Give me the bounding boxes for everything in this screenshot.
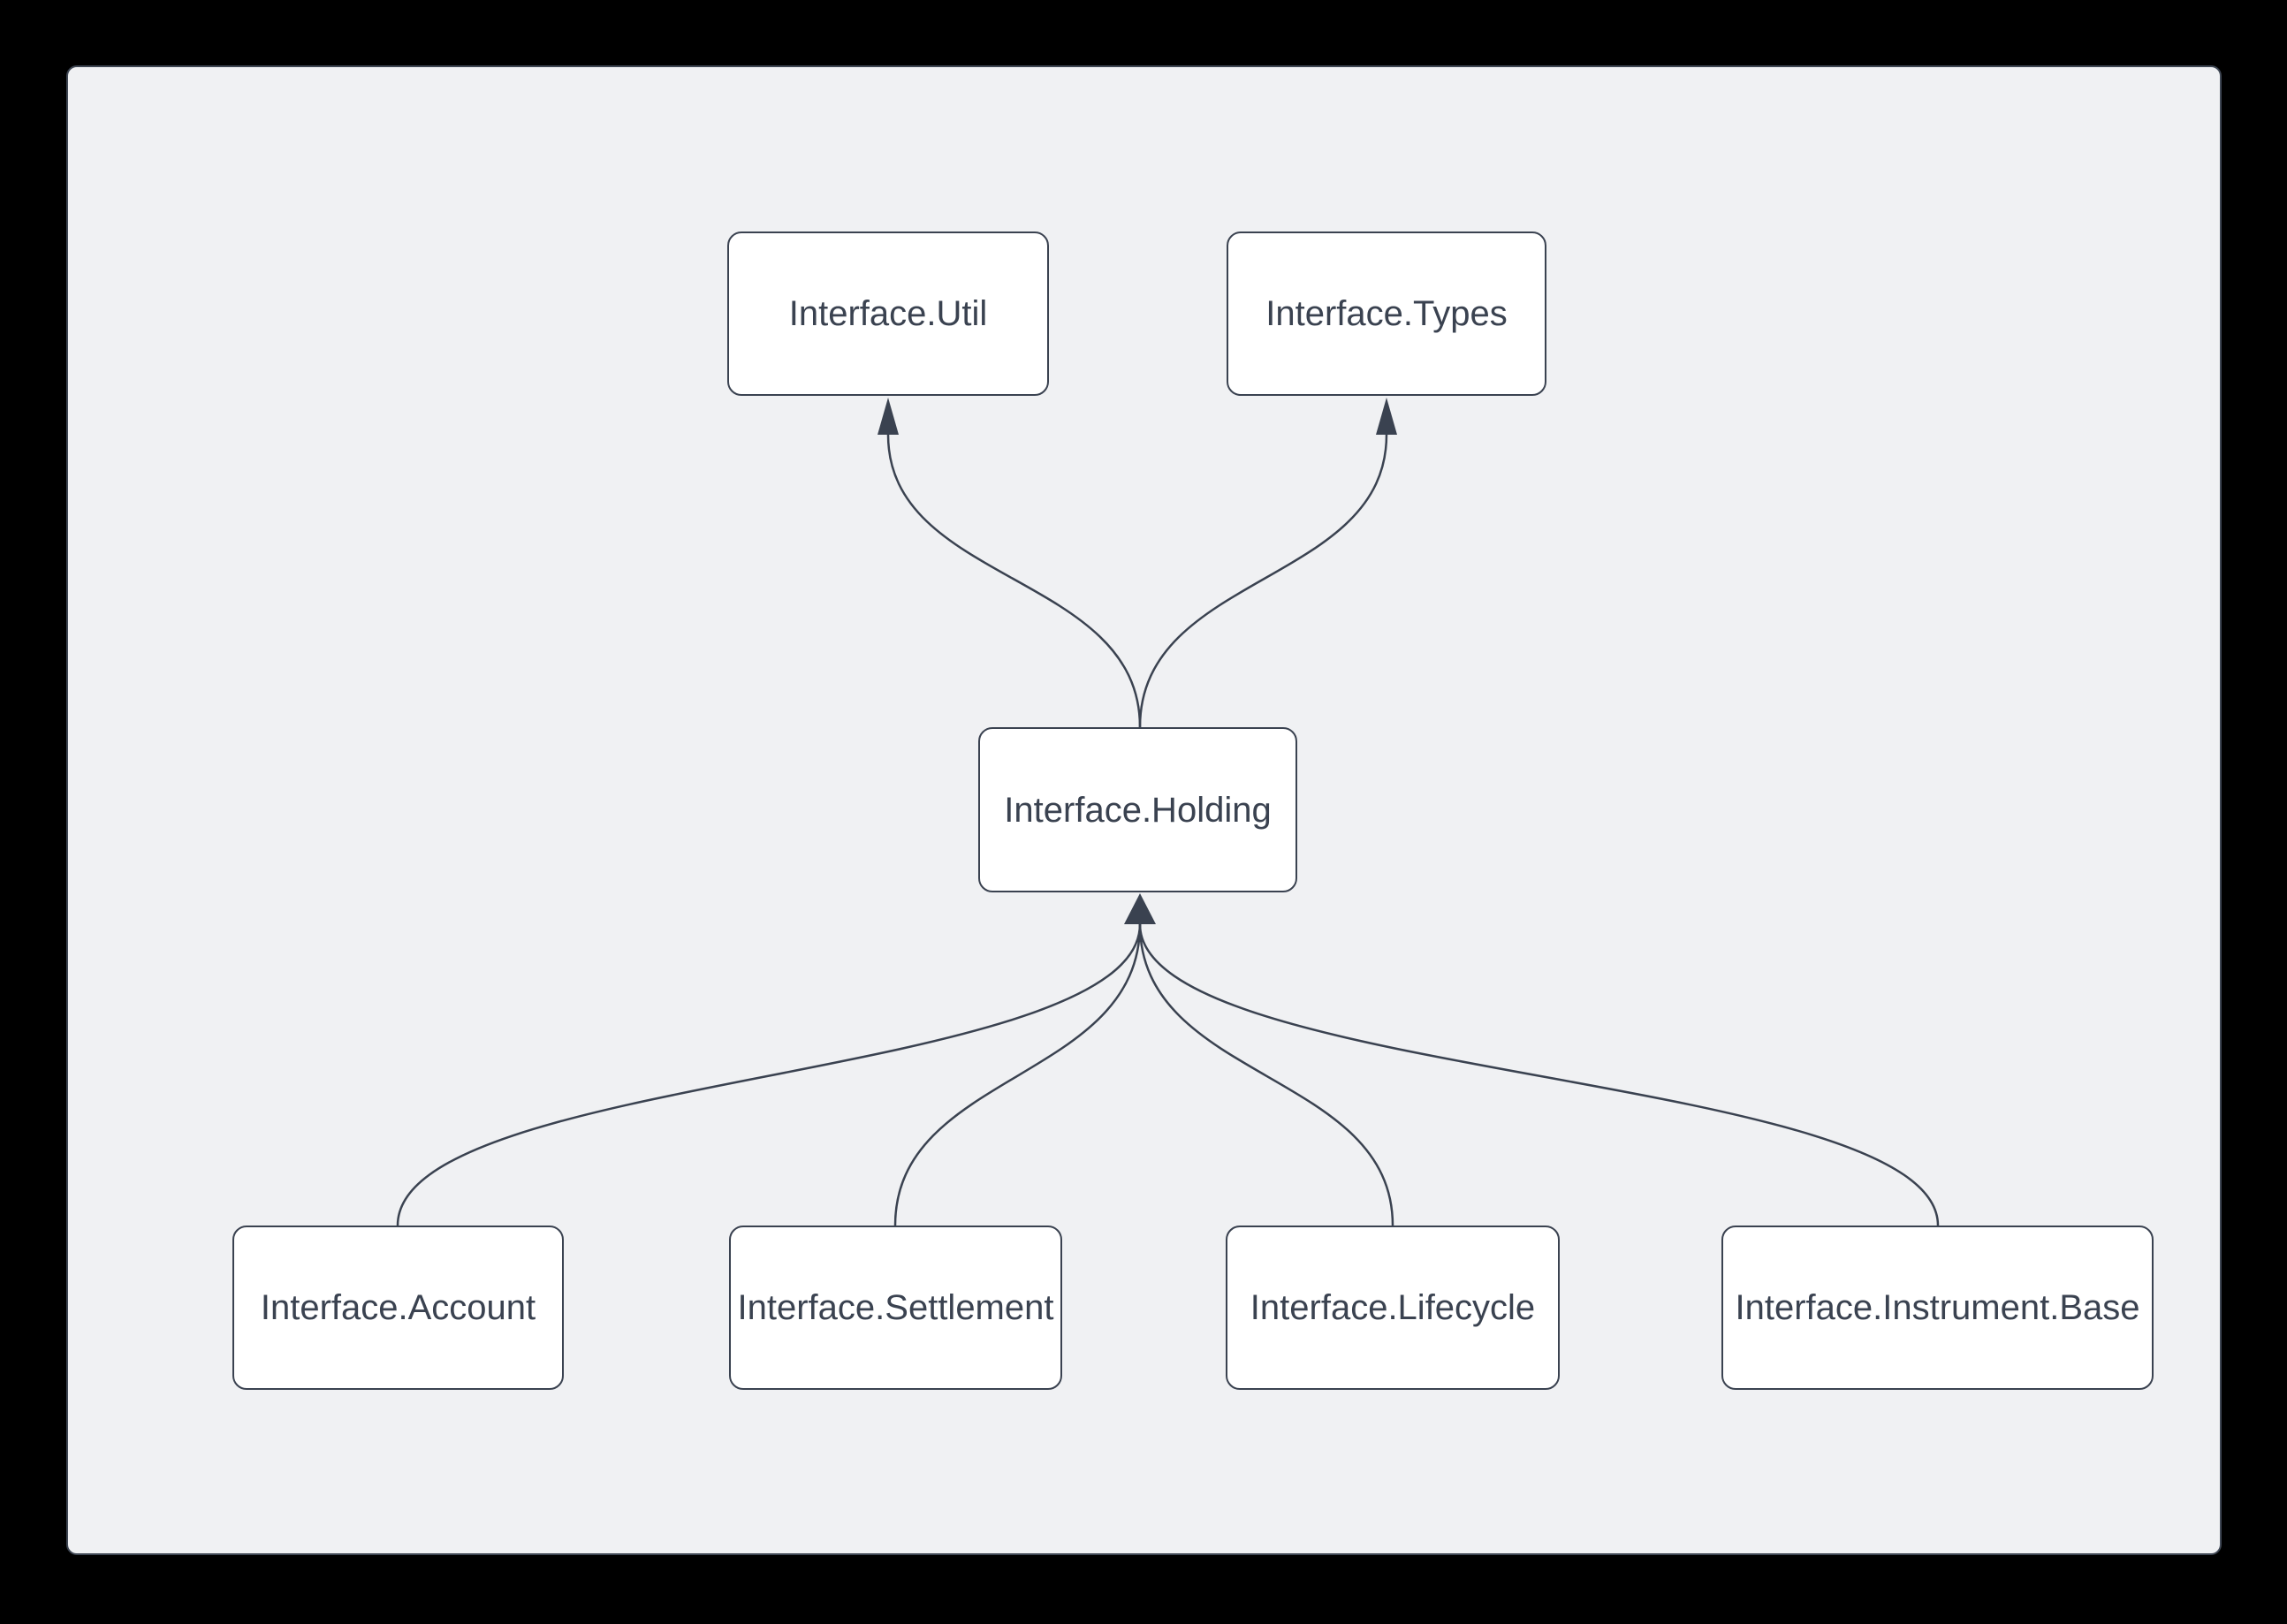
node-label: Interface.Account — [260, 1288, 536, 1327]
node-interface-account: Interface.Account — [232, 1226, 564, 1390]
node-label: Interface.Instrument.Base — [1735, 1288, 2140, 1327]
node-interface-types: Interface.Types — [1227, 231, 1546, 396]
node-label: Interface.Settlement — [737, 1288, 1054, 1327]
node-label: Interface.Holding — [1004, 790, 1272, 830]
node-interface-util: Interface.Util — [727, 231, 1049, 396]
node-interface-lifecycle: Interface.Lifecycle — [1226, 1226, 1560, 1390]
node-interface-instrument-base: Interface.Instrument.Base — [1721, 1226, 2154, 1390]
node-label: Interface.Types — [1265, 294, 1508, 333]
node-label: Interface.Lifecycle — [1250, 1288, 1536, 1327]
node-interface-settlement: Interface.Settlement — [729, 1226, 1062, 1390]
node-label: Interface.Util — [788, 294, 988, 333]
node-interface-holding: Interface.Holding — [978, 727, 1297, 892]
